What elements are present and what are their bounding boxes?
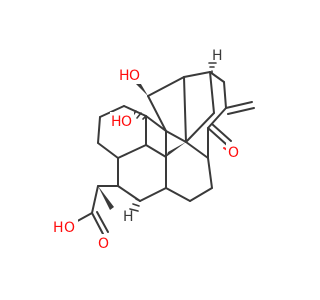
ring-junction-wedge-bond [166, 142, 186, 157]
acid-h-label: H [53, 220, 64, 236]
oh-mid-o-label: O [121, 114, 132, 130]
carboxylic-acid-bonds [71, 185, 119, 235]
oh-mid-h-label: H [111, 114, 122, 130]
acid-oh-o-label: O [64, 220, 75, 236]
skeleton-bonds [97, 71, 227, 202]
stereo-h-top-label: H [212, 48, 223, 64]
methylene-double-bond [225, 101, 255, 115]
stereo-h-top-hashed-bond [208, 62, 217, 74]
molecule-structure-diagram: O H H O O H O O H H [52, 48, 255, 252]
oh-top-o-label: O [129, 68, 140, 84]
stereo-h-ring-hashed-bond [129, 198, 141, 212]
methyl-wedge-bond [98, 186, 114, 210]
oh-top-h-label: H [119, 68, 130, 84]
acid-carbonyl-o-label: O [98, 236, 109, 252]
ketone-o-label: O [228, 145, 239, 161]
stereo-h-ring-label: H [123, 209, 134, 225]
